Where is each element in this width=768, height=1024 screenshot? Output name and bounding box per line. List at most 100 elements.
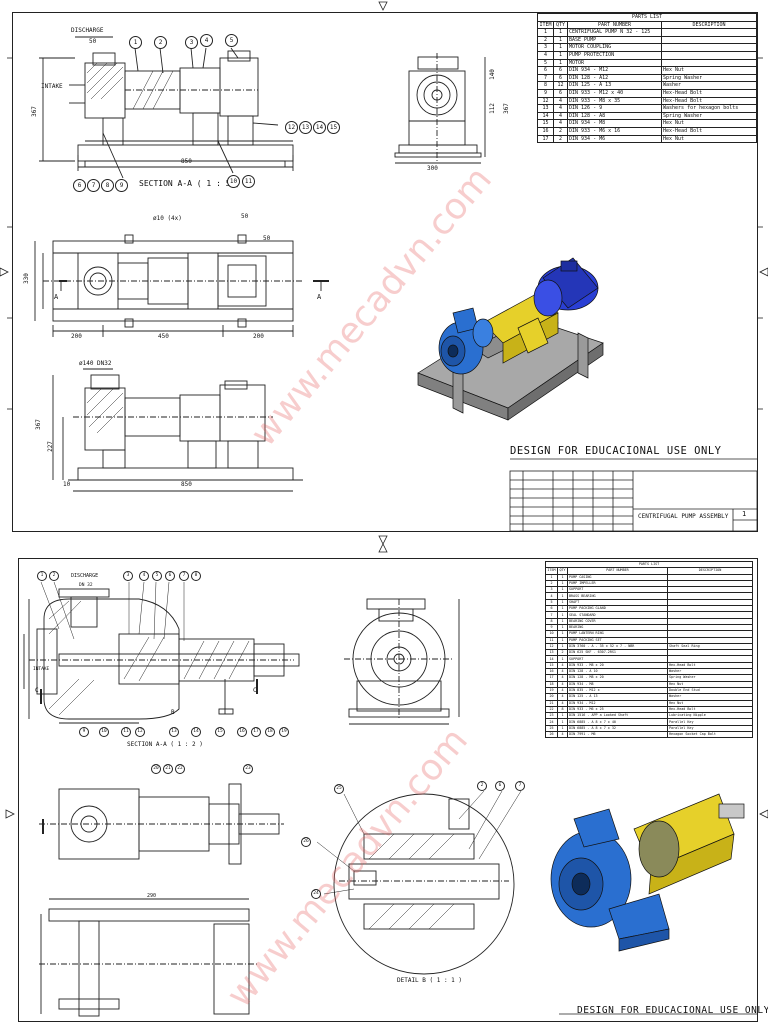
dimension-label: DN 32 [79, 583, 93, 588]
plan-view [34, 234, 329, 337]
part-callout: 8 [101, 179, 114, 192]
intake-label: INTAKE [33, 667, 50, 672]
parts-list-cell: DIN 7991 - M6 [567, 730, 668, 739]
part-callout: 22 [175, 764, 185, 774]
parts-list-cell: Hex Nut [660, 134, 758, 144]
title-block-1 [509, 458, 758, 532]
isometric-pump-render [417, 257, 604, 421]
sheet1-linework [7, 36, 763, 532]
section-marker-c: C [253, 687, 257, 694]
part-callout: 10 [227, 175, 240, 188]
dimension-label: 200 [253, 333, 264, 340]
sheet2-linework [23, 581, 757, 1017]
part-callout: 4 [139, 571, 149, 581]
detail-title: DETAIL B ( 1 : 1 ) [397, 977, 463, 984]
part-callout: 15 [327, 121, 340, 134]
educational-use-note: DESIGN FOR EDUCACIONAL USE ONLY [577, 1005, 768, 1016]
part-callout: 7 [515, 781, 525, 791]
part-callout: 9 [79, 727, 89, 737]
dimension-label: 50 [241, 213, 249, 220]
discharge-label: DISCHARGE [71, 573, 99, 579]
dimension-label: 850 [181, 158, 192, 165]
dimension-label: 200 [71, 333, 82, 340]
section-title: SECTION A-A ( 1 : 2 ) [127, 741, 203, 748]
detail-marker-b: B [171, 709, 175, 716]
part-callout: 4 [200, 34, 213, 47]
section-marker-c: C [35, 687, 39, 694]
part-callout: 7 [87, 179, 100, 192]
part-callout: 16 [237, 727, 247, 737]
sheet-number: 1 [742, 510, 747, 518]
section-marker-a: A [317, 293, 322, 301]
part-callout: 11 [121, 727, 131, 737]
part-callout: 3 [123, 571, 133, 581]
pump-plan-view [39, 783, 284, 865]
part-callout: 5 [152, 571, 162, 581]
part-callout: 2 [49, 571, 59, 581]
drawing-sheet-2: DISCHARGE DN 32 INTAKE SECTION A-A ( 1 :… [18, 558, 768, 1022]
flange-front-view [344, 598, 460, 725]
part-callout: 25 [334, 784, 344, 794]
part-callout: 6 [73, 179, 86, 192]
part-callout: 8 [191, 571, 201, 581]
part-callout: 14 [191, 727, 201, 737]
part-callout: 21 [163, 764, 173, 774]
part-callout: 12 [285, 121, 298, 134]
discharge-label: DISCHARGE [71, 27, 104, 34]
part-callout: 1 [37, 571, 47, 581]
section-title: SECTION A-A ( 1 : 5 ) [139, 179, 241, 188]
intake-label: INTAKE [41, 83, 63, 90]
part-callout: 3 [185, 36, 198, 49]
part-callout: 13 [169, 727, 179, 737]
part-callout: 11 [242, 175, 255, 188]
part-callout: 7 [179, 571, 189, 581]
part-callout: 6 [165, 571, 175, 581]
dimension-label: ø10 (4x) [153, 215, 182, 222]
parts-list-cell: 26 [545, 730, 558, 739]
part-callout: 19 [279, 727, 289, 737]
parts-list-cell: 4 [557, 730, 568, 739]
part-callout: 20 [151, 764, 161, 774]
front-elevation-view [52, 368, 303, 492]
dimension-label: 300 [427, 165, 438, 172]
part-callout: 17 [251, 727, 261, 737]
part-callout: 6 [495, 781, 505, 791]
part-callout: 9 [115, 179, 128, 192]
section-aa-detail-view [23, 588, 300, 724]
detail-b-view [333, 793, 515, 975]
dimension-label: ø140 DN32 [79, 360, 112, 367]
part-callout: 13 [299, 121, 312, 134]
support-bracket-view [39, 898, 259, 1017]
part-callout: 2 [154, 36, 167, 49]
part-callout: 10 [99, 727, 109, 737]
part-callout: 23 [243, 764, 253, 774]
part-callout: 15 [215, 727, 225, 737]
educational-use-note: DESIGN FOR EDUCACIONAL USE ONLY [510, 445, 722, 457]
dimension-label: 50 [89, 38, 97, 45]
section-marker-a: A [54, 293, 59, 301]
section-aa-view [39, 36, 294, 179]
part-callout: 5 [225, 34, 238, 47]
part-callout: 26 [301, 837, 311, 847]
dimension-label: 50 [263, 235, 271, 242]
part-callout: 2 [477, 781, 487, 791]
drawing-sheet-1: DISCHARGE 50 INTAKE 367 850 SECTION A-A … [7, 12, 763, 532]
assembly-title: CENTRIFUGAL PUMP ASSEMBLY [638, 513, 729, 520]
dimension-label: 290 [147, 893, 157, 899]
part-callout: 24 [311, 889, 321, 899]
part-callout: 12 [135, 727, 145, 737]
isometric-pump-render-2 [550, 793, 745, 952]
part-callout: 18 [265, 727, 275, 737]
dimension-label: 450 [158, 333, 169, 340]
part-callout: 14 [313, 121, 326, 134]
parts-list-cell: Hexagon Socket Cap Bolt [666, 730, 754, 739]
dimension-label: 10 [63, 481, 71, 488]
part-callout: 1 [129, 36, 142, 49]
